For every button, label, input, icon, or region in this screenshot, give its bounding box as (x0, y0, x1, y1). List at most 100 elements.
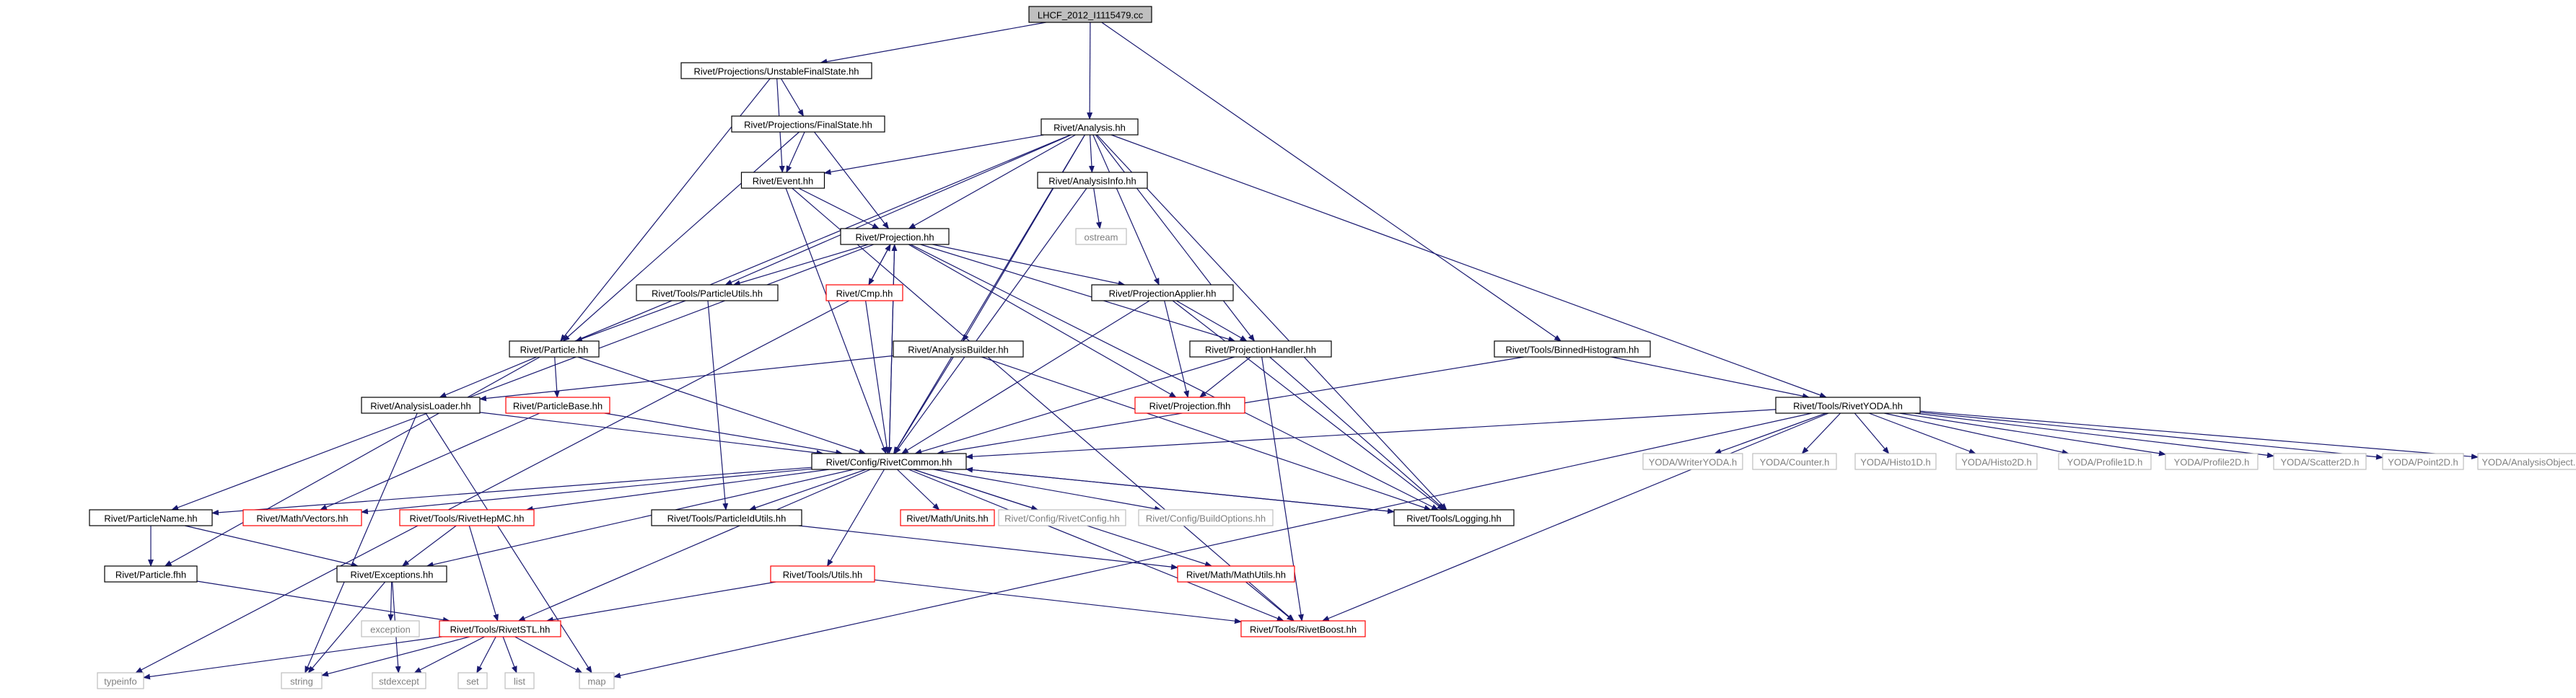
node-label: YODA/Profile2D.h (2174, 457, 2250, 468)
dependency-edge (826, 469, 885, 567)
node-abuilder[interactable]: Rivet/AnalysisBuilder.hh (893, 340, 1024, 358)
node-units[interactable]: Rivet/Math/Units.hh (900, 509, 995, 526)
edge-root-to-binned (1101, 22, 1562, 342)
node-tutils[interactable]: Rivet/Tools/Utils.hh (770, 565, 875, 583)
node-pfhh2[interactable]: Rivet/Particle.fhh (104, 565, 198, 583)
node-label: Rivet/ProjectionApplier.hh (1109, 288, 1217, 299)
node-box (1041, 118, 1139, 136)
node-aloader[interactable]: Rivet/AnalysisLoader.hh (361, 397, 481, 414)
node-pfhh[interactable]: Rivet/Projection.fhh (1134, 397, 1245, 414)
dependency-edge (914, 356, 1235, 455)
node-label: Rivet/ProjectionHandler.hh (1205, 345, 1316, 355)
node-box (2165, 453, 2259, 470)
node-label: Rivet/Particle.fhh (115, 570, 186, 580)
node-ufs[interactable]: Rivet/Projections/UnstableFinalState.hh (680, 62, 872, 79)
node-pbase[interactable]: Rivet/ParticleBase.hh (505, 397, 610, 414)
node-logging[interactable]: Rivet/Tools/Logging.hh (1393, 509, 1515, 526)
dependency-edge (798, 187, 880, 229)
node-label: Rivet/Config/RivetCommon.hh (826, 457, 952, 468)
node-label: Rivet/Exceptions.hh (351, 570, 434, 580)
edge-layer (135, 22, 2479, 680)
dependency-edge (502, 636, 517, 673)
node-box (439, 620, 561, 637)
dependency-edge (135, 300, 850, 673)
node-box (2382, 453, 2464, 470)
dependency-edge (748, 469, 867, 511)
node-box (361, 620, 420, 637)
edge-ufs-to-fs (780, 78, 805, 117)
node-analysis[interactable]: Rivet/Analysis.hh (1041, 118, 1139, 136)
node-putils[interactable]: Rivet/Tools/ParticleUtils.hh (636, 284, 779, 301)
node-pname[interactable]: Rivet/ParticleName.hh (89, 509, 213, 526)
node-event[interactable]: Rivet/Event.hh (740, 172, 825, 189)
edge-binned-to-rivetyoda (1611, 356, 1810, 399)
edge-rivetyoda-to-profile2d (1899, 412, 2166, 456)
node-vectors[interactable]: Rivet/Math/Vectors.hh (242, 509, 362, 526)
edge-projection-to-logging (910, 244, 1439, 511)
node-label: Rivet/Projections/FinalState.hh (744, 120, 872, 131)
edge-hepmc-to-exceptions (401, 525, 457, 567)
edge-rivetstl-to-string (321, 636, 470, 677)
edge-pidutils-to-mathutils (798, 525, 1178, 570)
node-exceptions[interactable]: Rivet/Exceptions.hh (336, 565, 447, 583)
node-hepmc[interactable]: Rivet/Tools/RivetHepMC.hh (399, 509, 535, 526)
node-rivetyoda[interactable]: Rivet/Tools/RivetYODA.hh (1775, 397, 1921, 414)
dependency-edge (604, 412, 844, 456)
dependency-edge (707, 300, 729, 511)
edge-rivetstl-to-map (514, 636, 583, 673)
node-pidutils[interactable]: Rivet/Tools/ParticleIdUtils.hh (651, 509, 802, 526)
node-projection[interactable]: Rivet/Projection.hh (840, 228, 950, 245)
dependency-edge (1245, 581, 1294, 622)
node-label: ostream (1085, 232, 1118, 243)
edge-papplier-to-phandler (1175, 300, 1248, 342)
edge-logging-to-common (965, 467, 1395, 513)
edge-common-to-pidutils (748, 469, 867, 511)
dependency-edge (814, 131, 890, 229)
edge-common-to-projection (888, 244, 898, 454)
edge-tutils-to-rivetboost (874, 579, 1242, 624)
dependency-edge (1199, 356, 1251, 398)
node-scatter2d: YODA/Scatter2D.h (2273, 453, 2367, 470)
edge-phandler-to-pfhh (1199, 356, 1251, 398)
node-rivetstl[interactable]: Rivet/Tools/RivetSTL.hh (439, 620, 561, 637)
edge-particle-to-pfhh2 (164, 356, 540, 567)
node-label: set (466, 676, 479, 687)
node-box (336, 565, 447, 583)
node-phandler[interactable]: Rivet/ProjectionHandler.hh (1189, 340, 1332, 358)
edge-analysis-to-ainfo (1088, 134, 1095, 173)
node-box (636, 284, 779, 301)
node-box (1028, 6, 1152, 23)
node-typeinfo: typeinfo (97, 672, 144, 689)
dependency-edge (785, 187, 887, 454)
edge-analysis-to-papplier (1092, 134, 1160, 286)
node-box (770, 565, 875, 583)
node-ainfo[interactable]: Rivet/AnalysisInfo.hh (1037, 172, 1148, 189)
node-label: Rivet/ParticleName.hh (104, 513, 197, 524)
node-particle[interactable]: Rivet/Particle.hh (509, 340, 600, 358)
node-papplier[interactable]: Rivet/ProjectionApplier.hh (1091, 284, 1234, 301)
node-fs[interactable]: Rivet/Projections/FinalState.hh (731, 115, 885, 133)
node-box (457, 672, 488, 689)
dependency-edge (517, 469, 871, 622)
node-label: YODA/Scatter2D.h (2280, 457, 2359, 468)
node-common[interactable]: Rivet/Config/RivetCommon.hh (811, 453, 967, 470)
edge-papplier-to-logging (1172, 300, 1445, 511)
dependency-edge (1611, 356, 1810, 399)
dependency-edge (1919, 410, 2479, 460)
node-profile2d: YODA/Profile2D.h (2165, 453, 2259, 470)
node-box (504, 672, 535, 689)
edge-common-to-hepmc (525, 469, 830, 512)
dependency-edge (1868, 412, 1976, 454)
node-box (281, 672, 323, 689)
node-mathutils[interactable]: Rivet/Math/MathUtils.hh (1177, 565, 1295, 583)
node-rivetboost[interactable]: Rivet/Tools/RivetBoost.hh (1240, 620, 1366, 637)
dependency-edge (981, 356, 1432, 511)
node-cmp[interactable]: Rivet/Cmp.hh (825, 284, 903, 301)
dependency-edge (305, 412, 418, 673)
edge-hepmc-to-rivetstl (468, 525, 499, 622)
node-counter: YODA/Counter.h (1752, 453, 1837, 470)
node-box (1134, 397, 1245, 414)
node-root[interactable]: LHCF_2012_I1115479.cc (1028, 6, 1152, 23)
node-stdexcept: stdexcept (372, 672, 426, 689)
node-binned[interactable]: Rivet/Tools/BinnedHistogram.hh (1494, 340, 1651, 358)
